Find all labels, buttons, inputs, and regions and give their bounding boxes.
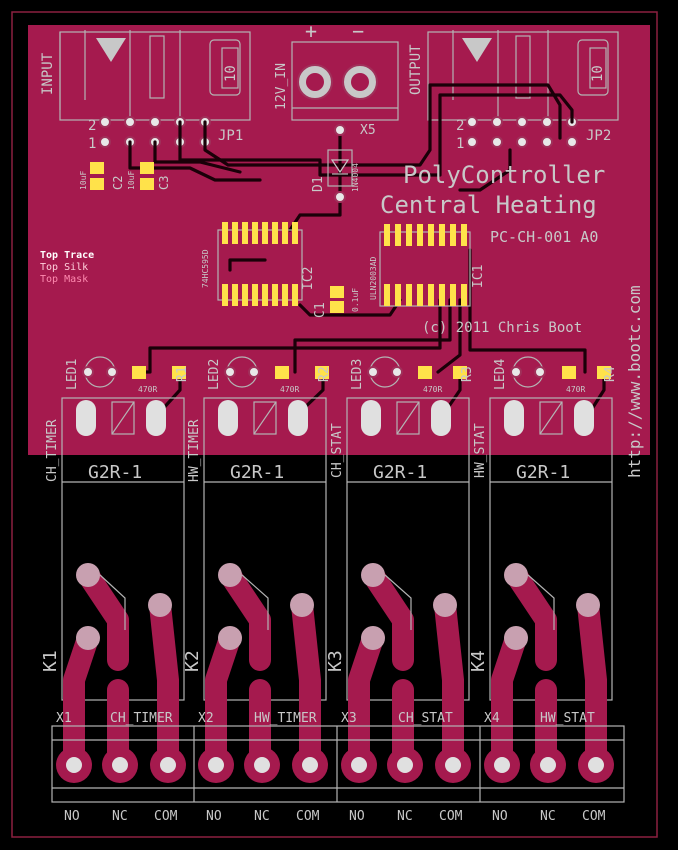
board-part-number: PC-CH-001 A0 bbox=[490, 228, 598, 246]
pin-label: NC bbox=[112, 809, 128, 824]
led2-ref: LED2 bbox=[207, 359, 222, 390]
jp2-ref: JP2 bbox=[586, 128, 611, 144]
top-copper-area bbox=[28, 25, 650, 455]
c3-ref: C3 bbox=[157, 176, 171, 190]
jp1-row1: 1 bbox=[88, 136, 96, 152]
c3-value: 10uF bbox=[127, 171, 136, 190]
pin-label: COM bbox=[296, 809, 320, 824]
power-minus: − bbox=[352, 19, 364, 43]
r4-value: 470R bbox=[566, 385, 585, 394]
c1-ref: C1 bbox=[313, 302, 328, 318]
pin-label: COM bbox=[154, 809, 178, 824]
led1-ref: LED1 bbox=[65, 359, 80, 390]
ic2-ref: IC2 bbox=[301, 267, 316, 290]
jp1-ref: JP1 bbox=[218, 128, 243, 144]
k2-ref: K2 bbox=[182, 650, 203, 672]
ch2-name: HW_TIMER bbox=[187, 419, 202, 482]
pin-labels: NO NC COM NO NC COM NO NC COM NO NC COM bbox=[64, 809, 606, 824]
ch1-name: CH_TIMER bbox=[45, 419, 60, 482]
x2-name: HW_TIMER bbox=[254, 711, 317, 726]
x2-ref: X2 bbox=[198, 711, 214, 726]
x3-name: CH_STAT bbox=[398, 711, 453, 726]
ic2-value: 74HC595D bbox=[201, 249, 210, 288]
x1-name: CH_TIMER bbox=[110, 711, 173, 726]
diode-d1 bbox=[327, 124, 353, 203]
r2-ref: R2 bbox=[317, 366, 332, 382]
input-jack-number: 10 bbox=[223, 65, 239, 82]
ic2-chip bbox=[217, 222, 303, 306]
k3-ref: K3 bbox=[325, 650, 346, 672]
jp2-row1: 1 bbox=[456, 136, 464, 152]
pin-label: NO bbox=[206, 809, 222, 824]
jp2-pins bbox=[466, 116, 578, 148]
legend-top-silk: Top Silk bbox=[40, 262, 88, 273]
pin-label: NO bbox=[64, 809, 80, 824]
k4-ref: K4 bbox=[468, 650, 489, 672]
x4-name: HW_STAT bbox=[540, 711, 595, 726]
pin-label: NO bbox=[492, 809, 508, 824]
k1-ref: K1 bbox=[40, 650, 61, 672]
r1-ref: R1 bbox=[175, 366, 190, 382]
power-plus: + bbox=[305, 19, 317, 43]
r3-ref: R3 bbox=[460, 366, 475, 382]
x1-ref: X1 bbox=[56, 711, 72, 726]
led4-ref: LED4 bbox=[493, 359, 508, 390]
board-outline bbox=[11, 11, 658, 838]
ic1-ref: IC1 bbox=[471, 265, 486, 288]
k4-type: G2R-1 bbox=[516, 462, 570, 483]
relay-coil-pads bbox=[76, 400, 594, 436]
output-jack-number: 10 bbox=[590, 65, 606, 82]
input-label: INPUT bbox=[40, 52, 56, 95]
led-resistor-row bbox=[82, 356, 611, 388]
legend-top-mask: Top Mask bbox=[40, 274, 88, 285]
c2-value: 10uF bbox=[79, 171, 88, 190]
d1-value: 1N4004 bbox=[351, 163, 360, 192]
pin-label: NO bbox=[349, 809, 365, 824]
power-ref: X5 bbox=[360, 123, 376, 138]
led3-ref: LED3 bbox=[350, 359, 365, 390]
pin-label: COM bbox=[582, 809, 606, 824]
pin-label: NC bbox=[397, 809, 413, 824]
power-terminal bbox=[291, 41, 399, 121]
jp1-row2: 2 bbox=[88, 118, 96, 134]
k2-type: G2R-1 bbox=[230, 462, 284, 483]
board-title-line1: PolyController bbox=[403, 161, 605, 189]
output-label: OUTPUT bbox=[408, 44, 424, 95]
ic1-value: ULN2003AD bbox=[369, 256, 378, 300]
ch4-name: HW_STAT bbox=[473, 423, 488, 478]
board-copyright: (c) 2011 Chris Boot bbox=[422, 320, 582, 336]
pin-label: NC bbox=[540, 809, 556, 824]
ic1-chip bbox=[379, 224, 471, 307]
smd-capacitors bbox=[90, 162, 344, 313]
r1-value: 470R bbox=[138, 385, 157, 394]
ch3-name: CH_STAT bbox=[330, 423, 345, 478]
board-url: http://www.bootc.com bbox=[625, 285, 644, 478]
x3-ref: X3 bbox=[341, 711, 357, 726]
board-title-line2: Central Heating bbox=[380, 191, 597, 219]
r4-ref: R4 bbox=[603, 366, 618, 382]
legend-top-trace: Top Trace bbox=[40, 250, 94, 261]
jp2-row2: 2 bbox=[456, 118, 464, 134]
r2-value: 470R bbox=[280, 385, 299, 394]
x4-ref: X4 bbox=[484, 711, 500, 726]
pin-label: COM bbox=[439, 809, 463, 824]
pin-label: NC bbox=[254, 809, 270, 824]
d1-ref: D1 bbox=[311, 176, 326, 192]
c2-ref: C2 bbox=[111, 176, 125, 190]
power-label: 12V_IN bbox=[274, 63, 289, 110]
terminal-blocks bbox=[51, 725, 625, 803]
r3-value: 470R bbox=[423, 385, 442, 394]
k1-type: G2R-1 bbox=[88, 462, 142, 483]
relay-power-traces bbox=[63, 564, 607, 776]
k3-type: G2R-1 bbox=[373, 462, 427, 483]
c1-value: 0.1uF bbox=[351, 288, 360, 312]
relay-contact-pads bbox=[76, 563, 600, 650]
